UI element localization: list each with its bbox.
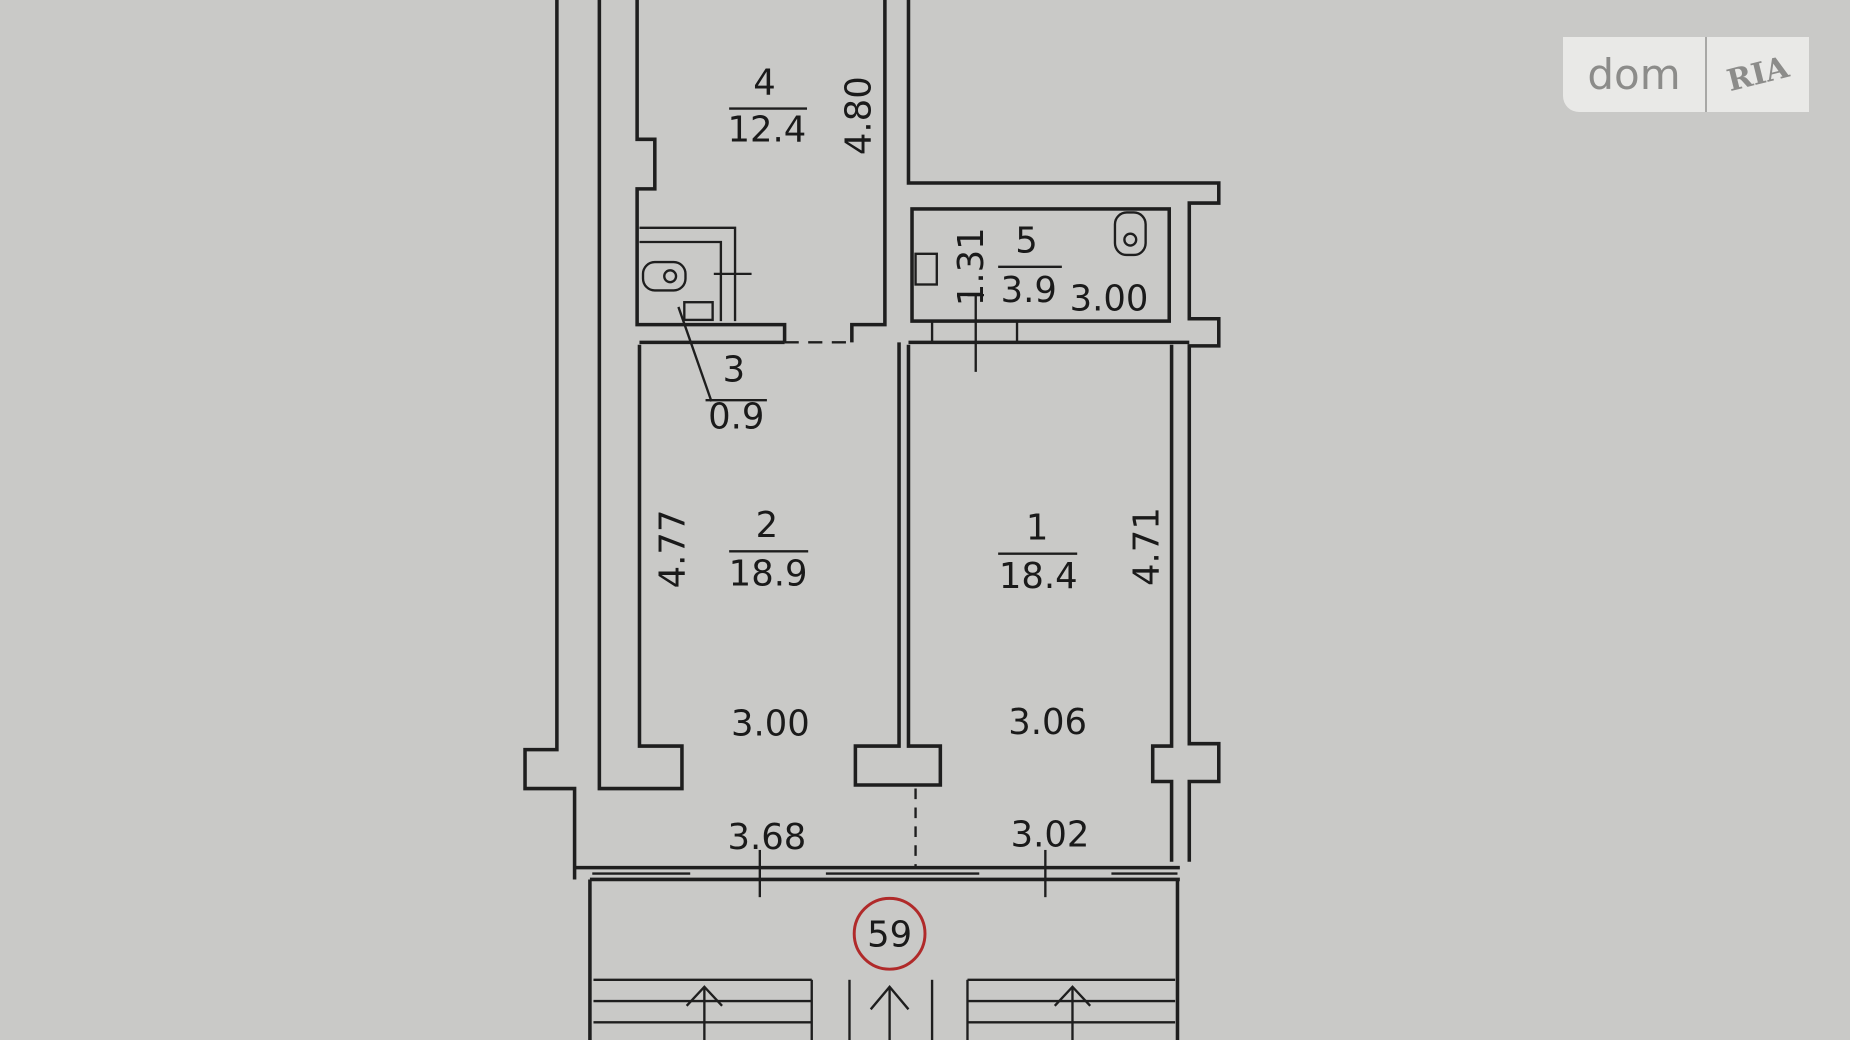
room-3-number: 3 [723,349,746,390]
building-number-marker: 59 [852,896,927,971]
logo-ria-text: RIA [1723,49,1793,100]
room-labels: 4 12.4 4.80 5 3.9 3.00 1.31 3 0.9 2 18.9… [652,62,1167,857]
facade-right-dimension: 3.02 [1011,814,1090,855]
room-3-area: 0.9 [708,397,764,438]
walls [523,0,1221,1040]
room-4-length: 4.80 [839,76,880,155]
room-2-width: 3.00 [731,703,810,744]
room-2-length: 4.77 [652,510,693,589]
facade-left-dimension: 3.68 [728,817,807,858]
room-1-width: 3.06 [1008,702,1087,743]
room-1-length: 4.71 [1127,507,1168,586]
room-5-width: 3.00 [1070,278,1149,319]
room-5-height: 1.31 [951,227,992,306]
stairs [593,978,1176,1040]
logo-dom-text: dom [1563,37,1707,112]
room-1-area: 18.4 [999,556,1078,597]
arrow-up-icon [685,985,1092,1040]
room-2-number: 2 [756,505,779,546]
room-1-number: 1 [1026,507,1049,548]
room-5-area: 3.9 [1001,270,1057,311]
building-number: 59 [867,915,912,956]
room-4-area: 12.4 [728,110,807,151]
room-4-number: 4 [753,62,776,103]
room-2-area: 18.9 [729,554,808,595]
room-5-number: 5 [1015,221,1038,262]
domria-logo: dom RIA [1563,37,1809,112]
